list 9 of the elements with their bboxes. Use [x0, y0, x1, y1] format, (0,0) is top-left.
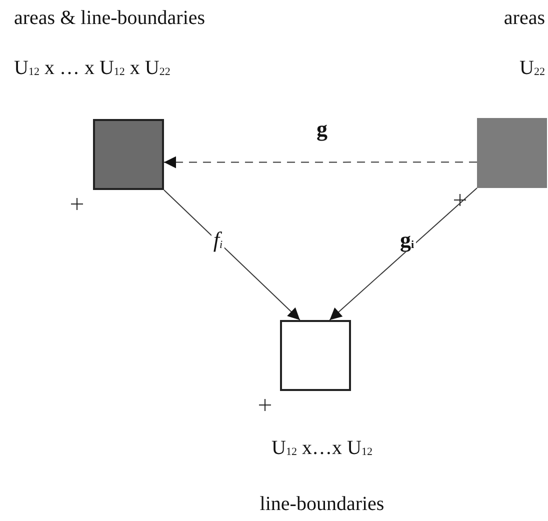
caption-text: line-boundaries	[260, 494, 384, 514]
arrow	[329, 188, 478, 320]
arrow	[164, 156, 478, 168]
caption-text: areas	[504, 8, 545, 28]
square-box	[280, 320, 351, 391]
square-box	[93, 119, 164, 190]
caption-text: areas & line-boundaries	[14, 8, 206, 28]
square-box	[477, 118, 547, 188]
arrow	[164, 190, 300, 320]
